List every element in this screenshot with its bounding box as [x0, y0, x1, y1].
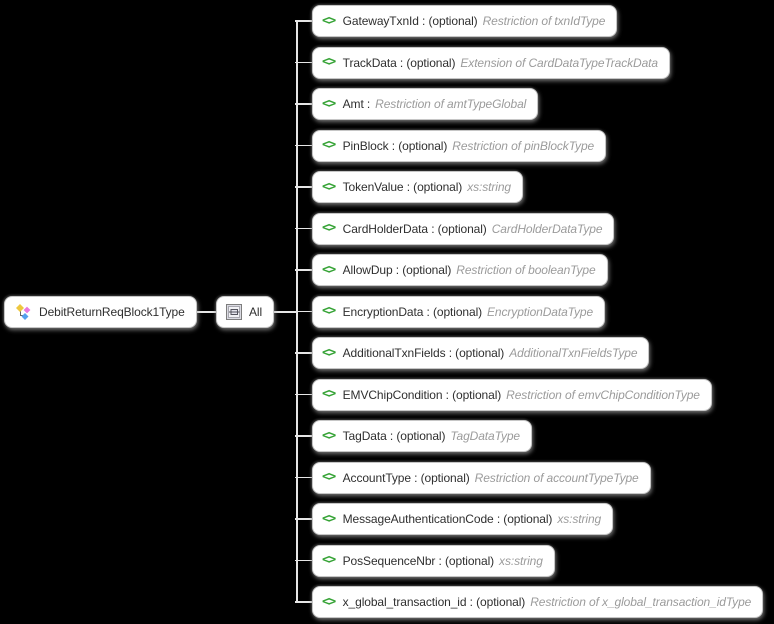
element-label: EncryptionData : (optional): [342, 304, 483, 319]
element-icon: <>: [322, 179, 336, 194]
element-type: CardHolderDataType: [491, 221, 603, 236]
element-icon: <>: [322, 54, 336, 70]
element-label: TagData : (optional): [342, 429, 446, 443]
all-compositor-icon: [226, 304, 242, 320]
element-node-gatewaytxnid[interactable]: <> GatewayTxnId : (optional) Restriction…: [295, 5, 618, 37]
connector-all-to-trunk: [258, 311, 298, 313]
element-label: x_global_transaction_id : (optional): [342, 595, 526, 609]
connector-stub: [295, 435, 315, 437]
element-icon: <>: [322, 552, 336, 568]
element-type: xs:string: [499, 553, 543, 568]
element-node-emvchipcondition[interactable]: <> EMVChipCondition : (optional) Restric…: [295, 378, 712, 411]
element-type: Extension of CardDataTypeTrackData: [460, 55, 658, 70]
element-label: PosSequenceNbr : (optional): [342, 553, 495, 568]
connector-stub: [295, 227, 315, 230]
element-label: TokenValue : (optional): [342, 180, 463, 194]
element-label: PinBlock : (optional): [342, 138, 448, 153]
connector-stub: [295, 310, 315, 313]
element-label: EMVChipCondition : (optional): [342, 387, 502, 402]
element-label: AllowDup : (optional): [342, 263, 452, 277]
element-label: Amt :: [342, 97, 371, 111]
element-node-trackdata[interactable]: <> TrackData : (optional) Extension of C…: [295, 46, 670, 79]
element-type: TagDataType: [450, 429, 521, 443]
element-node-accounttype[interactable]: <> AccountType : (optional) Restriction …: [295, 461, 651, 494]
connector-stub: [295, 269, 315, 271]
element-node-x-global-transaction-id[interactable]: <> x_global_transaction_id : (optional) …: [295, 586, 764, 618]
connector-stub: [295, 559, 315, 562]
element-type: Restriction of emvChipConditionType: [506, 387, 700, 402]
element-type: xs:string: [557, 512, 602, 526]
connector-stub: [295, 393, 315, 396]
connector-root-to-all: [180, 311, 222, 313]
element-type: Restriction of booleanType: [456, 263, 596, 277]
all-compositor-label: All: [249, 305, 263, 319]
element-label: TrackData : (optional): [342, 55, 456, 70]
element-label: CardHolderData : (optional): [342, 221, 487, 236]
all-compositor-node[interactable]: All: [216, 296, 275, 328]
element-node-possequencenbr[interactable]: <> PosSequenceNbr : (optional) xs:string: [295, 544, 555, 577]
element-type: Restriction of amtTypeGlobal: [375, 97, 527, 111]
connector-stub: [295, 476, 315, 479]
connector-stub: [295, 518, 315, 520]
element-label: AccountType : (optional): [342, 470, 470, 485]
connector-stub: [295, 103, 315, 105]
element-icon: <>: [322, 345, 336, 360]
element-label: AdditionalTxnFields : (optional): [342, 346, 505, 360]
element-node-allowdup[interactable]: <> AllowDup : (optional) Restriction of …: [295, 254, 608, 286]
element-type: Restriction of x_global_transaction_idTy…: [530, 595, 752, 609]
element-icon: <>: [322, 137, 336, 153]
element-node-tagdata[interactable]: <> TagData : (optional) TagDataType: [295, 420, 533, 452]
element-icon: <>: [322, 13, 336, 28]
element-node-additionaltxnfields[interactable]: <> AdditionalTxnFields : (optional) Addi…: [295, 337, 650, 369]
element-node-cardholderdata[interactable]: <> CardHolderData : (optional) CardHolde…: [295, 212, 615, 245]
element-label: GatewayTxnId : (optional): [342, 14, 478, 28]
element-icon: <>: [322, 96, 336, 111]
connector-stub: [295, 352, 315, 354]
connector-stub: [295, 601, 315, 603]
element-type: EncryptionDataType: [487, 304, 594, 319]
element-icon: <>: [322, 469, 336, 485]
connector-stub: [295, 186, 315, 188]
element-icon: <>: [322, 262, 336, 277]
root-type-node[interactable]: DebitReturnReqBlock1Type: [4, 296, 197, 328]
element-type: AdditionalTxnFieldsType: [509, 346, 638, 360]
element-type: Restriction of txnIdType: [482, 14, 606, 28]
element-icon: <>: [322, 511, 336, 526]
element-icon: <>: [322, 594, 336, 609]
root-type-label: DebitReturnReqBlock1Type: [39, 305, 185, 319]
element-type: xs:string: [467, 180, 511, 194]
element-node-pinblock[interactable]: <> PinBlock : (optional) Restriction of …: [295, 129, 607, 162]
element-node-tokenvalue[interactable]: <> TokenValue : (optional) xs:string: [295, 171, 523, 203]
complex-type-icon: [14, 303, 32, 321]
element-list: <> GatewayTxnId : (optional) Restriction…: [295, 5, 764, 618]
connector-stub: [295, 144, 315, 147]
connector-stub: [295, 61, 315, 64]
connector-stub: [295, 20, 315, 22]
element-icon: <>: [322, 220, 336, 236]
element-type: Restriction of pinBlockType: [452, 138, 595, 153]
element-node-encryptiondata[interactable]: <> EncryptionData : (optional) Encryptio…: [295, 295, 606, 328]
element-node-amt[interactable]: <> Amt : Restriction of amtTypeGlobal: [295, 88, 539, 120]
element-icon: <>: [322, 386, 336, 402]
element-icon: <>: [322, 428, 336, 443]
element-node-messageauthenticationcode[interactable]: <> MessageAuthenticationCode : (optional…: [295, 503, 614, 535]
element-icon: <>: [322, 303, 336, 319]
element-label: MessageAuthenticationCode : (optional): [342, 512, 553, 526]
element-type: Restriction of accountTypeType: [474, 470, 639, 485]
